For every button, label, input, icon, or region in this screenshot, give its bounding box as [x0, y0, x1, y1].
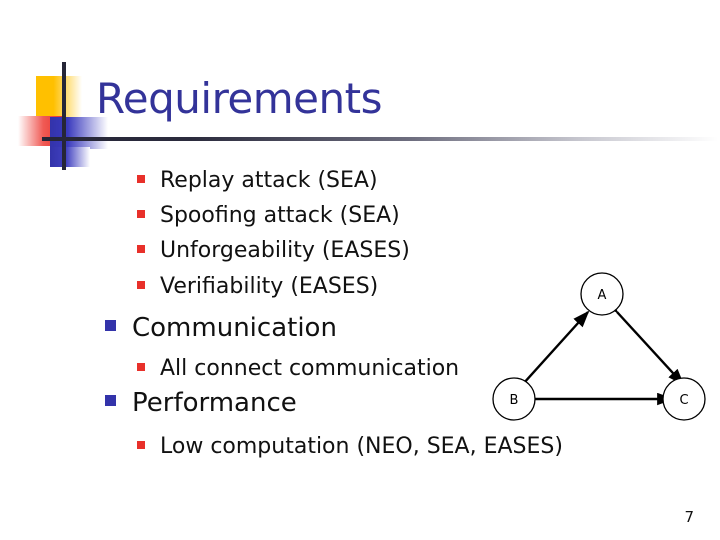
list-item: Verifiability (EASES)	[137, 274, 378, 299]
page-number: 7	[684, 508, 694, 526]
list-item: Spoofing attack (SEA)	[137, 203, 400, 228]
node-c-circle	[662, 377, 706, 421]
bullet-square-icon	[137, 245, 145, 253]
node-a-label: A	[598, 288, 607, 303]
decoration-yellow-square	[36, 76, 82, 120]
node-c-label: C	[679, 393, 688, 408]
list-item: Unforgeability (EASES)	[137, 238, 410, 263]
title-divider-rule	[42, 137, 718, 141]
bullet-square-icon	[105, 395, 116, 406]
list-item-label: Performance	[132, 388, 297, 418]
edge-b-a	[508, 310, 590, 400]
decoration-vertical-rule	[62, 62, 66, 170]
list-item-label: Unforgeability (EASES)	[160, 238, 410, 263]
list-item-label: Low computation (NEO, SEA, EASES)	[160, 434, 563, 459]
list-item: Communication	[105, 313, 337, 343]
list-item-label: Verifiability (EASES)	[160, 274, 379, 299]
bullet-square-icon	[137, 441, 145, 449]
node-b-circle	[492, 377, 536, 421]
bullet-square-icon	[137, 363, 145, 371]
list-item-label: Spoofing attack (SEA)	[160, 203, 400, 228]
list-item-label: Replay attack (SEA)	[160, 168, 378, 193]
bullet-square-icon	[105, 320, 116, 331]
list-item: Replay attack (SEA)	[137, 168, 378, 193]
bullet-square-icon	[137, 281, 145, 289]
node-a-circle	[580, 272, 624, 316]
network-diagram: A B C	[492, 272, 706, 421]
decoration-blue-small-square	[50, 147, 90, 167]
node-b-label: B	[510, 393, 519, 408]
list-item: Low computation (NEO, SEA, EASES)	[137, 434, 563, 459]
decoration-blue-square	[50, 117, 108, 149]
list-item-label: All connect communication	[160, 356, 460, 381]
list-item: Performance	[105, 388, 297, 418]
page-title: Requirements	[96, 74, 383, 123]
list-item: All connect communication	[137, 356, 459, 381]
bullet-square-icon	[137, 175, 145, 183]
list-item-label: Communication	[132, 313, 337, 343]
edge-a-c	[602, 296, 685, 386]
bullet-square-icon	[137, 210, 145, 218]
